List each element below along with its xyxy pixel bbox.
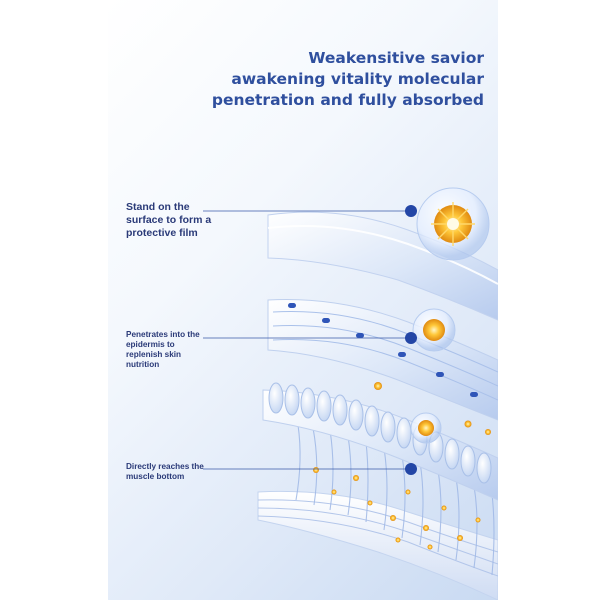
dermis-cell-layer: [262, 382, 498, 501]
callout-surface-line-1: Stand on the: [126, 201, 190, 213]
callout-muscle-line-1: Directly reaches the: [126, 462, 204, 471]
surface-film-layer: [267, 211, 498, 321]
headline-line-1: Weakensitive savior: [308, 49, 484, 67]
callout-muscle: Directly reaches the muscle bottom: [126, 462, 226, 482]
nutrient-particles: [313, 467, 481, 550]
marker-dot-epidermis: [405, 332, 417, 344]
callout-epidermis-line-4: nutrition: [126, 360, 160, 369]
callout-surface: Stand on the surface to form a protectiv…: [126, 201, 246, 239]
headline: Weakensitive savior awakening vitality m…: [124, 48, 484, 111]
marker-dot-surface: [405, 205, 417, 217]
muscle-base-sheets: [257, 490, 498, 600]
headline-line-3: penetration and fully absorbed: [211, 91, 484, 109]
molecule-small: [410, 412, 442, 444]
callout-epidermis-line-2: epidermis to: [126, 340, 175, 349]
callout-surface-line-3: protective film: [126, 226, 198, 239]
marker-dot-muscle: [405, 463, 417, 475]
callout-muscle-line-2: muscle bottom: [126, 472, 185, 481]
callout-epidermis: Penetrates into the epidermis to repleni…: [126, 330, 226, 370]
callout-epidermis-line-3: replenish skin: [126, 350, 182, 359]
skin-layers-illustration: [203, 187, 498, 600]
molecule-medium: [412, 308, 456, 352]
callout-leaders: [203, 210, 408, 470]
callout-epidermis-line-1: Penetrates into the: [126, 330, 200, 339]
headline-line-2: awakening vitality molecular: [231, 70, 484, 88]
callout-surface-line-2: surface to form a: [126, 213, 212, 226]
infographic-panel: Weakensitive savior awakening vitality m…: [108, 0, 498, 600]
molecule-large: [416, 187, 490, 261]
dermis-fibers: [295, 424, 495, 576]
